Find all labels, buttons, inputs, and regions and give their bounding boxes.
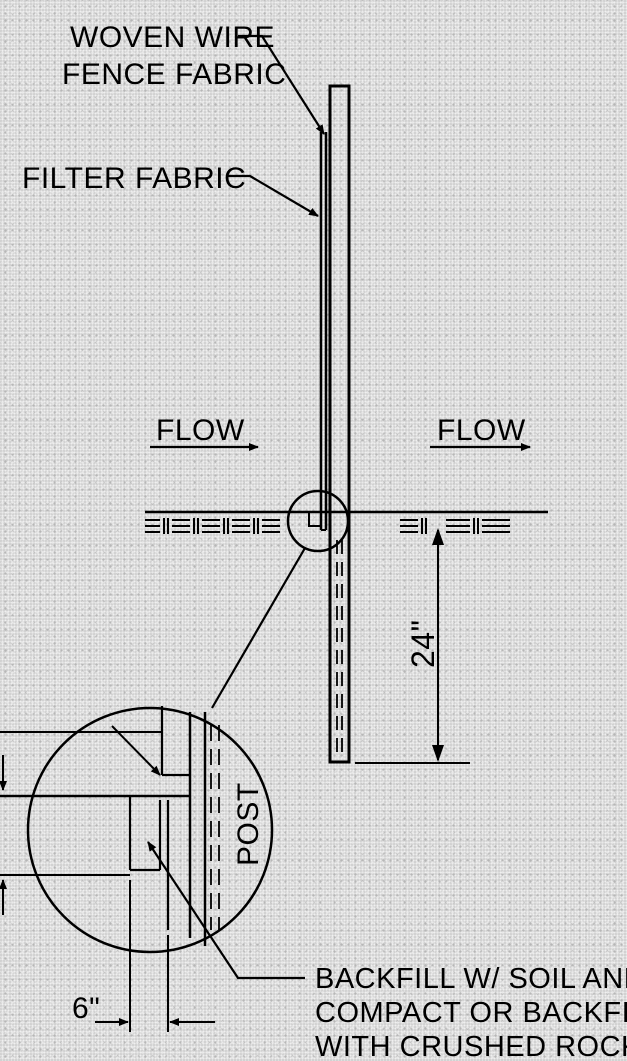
label-backfill-2: COMPACT OR BACKFILL	[315, 997, 627, 1029]
label-post: POST	[232, 782, 265, 866]
label-backfill-3: WITH CRUSHED ROCK	[315, 1031, 627, 1061]
label-woven-wire-1: WOVEN WIRE	[70, 21, 275, 54]
backfill-leader	[147, 841, 305, 980]
label-depth-24: 24"	[405, 620, 441, 668]
detail-callout-circle	[286, 489, 350, 553]
label-width-6: 6"	[72, 992, 100, 1025]
label-backfill-1: BACKFILL W/ SOIL AND	[315, 963, 627, 995]
soil-hatch-right	[400, 518, 510, 534]
filter-fabric-leader	[228, 174, 319, 217]
callout-leader-right	[255, 550, 325, 735]
callout-leader-left	[211, 547, 306, 709]
soil-hatch-left	[145, 518, 280, 534]
detail-fabric-leader	[111, 725, 161, 776]
woven-wire-leader	[238, 34, 325, 135]
label-flow-right: FLOW	[437, 414, 526, 447]
fence-post	[328, 84, 351, 764]
label-woven-wire-2: FENCE FABRIC	[62, 58, 286, 91]
label-filter-fabric: FILTER FABRIC	[22, 162, 246, 195]
detail-enlarged-circle	[26, 706, 274, 954]
label-flow-left: FLOW	[156, 414, 245, 447]
